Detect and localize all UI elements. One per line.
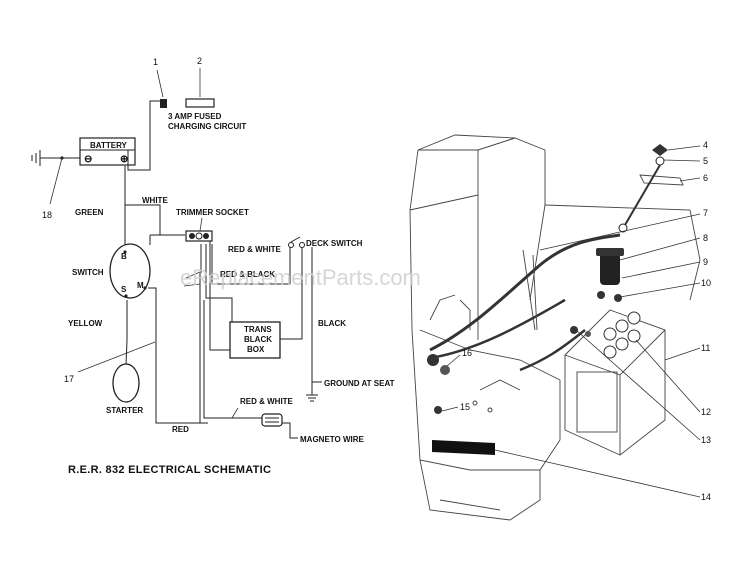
tractor-body [409, 134, 701, 521]
label-ground-at-seat: GROUND AT SEAT [324, 379, 395, 388]
label-starter: STARTER [106, 406, 143, 415]
callout-9: 9 [703, 257, 708, 267]
ignition-switch-part [427, 354, 450, 414]
battery: BATTERY ⊖ ⊕ [79, 137, 136, 166]
schematic-title: R.E.R. 832 ELECTRICAL SCHEMATIC [68, 464, 271, 476]
wiring [124, 166, 313, 439]
battery-box [564, 309, 666, 456]
label-white: WHITE [142, 196, 168, 205]
callout-leaders [437, 145, 701, 498]
magneto-connector [261, 413, 283, 427]
trans-black-box: TRANS BLACK BOX [229, 321, 281, 359]
label-red-white-bottom: RED & WHITE [240, 397, 294, 406]
callout-2: 2 [197, 56, 202, 66]
battery-cables [429, 233, 621, 372]
callout-10: 10 [701, 278, 711, 288]
label-green: GREEN [75, 208, 104, 217]
label-deck-switch: DECK SWITCH [306, 239, 363, 248]
switch-terminal-s: S [121, 285, 127, 294]
fused-label-1: 3 AMP FUSED [168, 112, 222, 121]
callout-1: 1 [153, 57, 158, 67]
label-magneto-wire: MAGNETO WIRE [300, 435, 365, 444]
switch-terminal-m: M [137, 281, 144, 290]
callout-13: 13 [701, 435, 711, 445]
hold-down-hardware [618, 144, 684, 233]
watermark: eReplacementParts.com [180, 265, 421, 290]
callout-6: 6 [703, 173, 708, 183]
label-leaders [183, 271, 239, 419]
callout-15: 15 [460, 402, 470, 412]
battery-ground-symbol [31, 150, 80, 205]
label-yellow: YELLOW [68, 319, 103, 328]
trans-label-2: BLACK [244, 335, 272, 344]
seat-ground-symbol [306, 381, 322, 402]
callout-11: 11 [701, 343, 710, 353]
trimmer-socket [185, 217, 213, 242]
label-red-white-top: RED & WHITE [228, 245, 282, 254]
trans-label-3: BOX [247, 345, 265, 354]
callout-4: 4 [703, 140, 708, 150]
callout-8: 8 [703, 233, 708, 243]
label-black: BLACK [318, 319, 346, 328]
trans-label-1: TRANS [244, 325, 272, 334]
solenoid [596, 248, 624, 285]
callout-14: 14 [701, 492, 711, 502]
starter [77, 341, 156, 403]
battery-positive: ⊕ [120, 154, 128, 165]
battery-negative: ⊖ [84, 154, 92, 165]
deck-switch [288, 236, 305, 248]
parts-exploded-view: 4 5 6 7 8 9 10 11 12 13 14 15 16 [409, 134, 711, 521]
ignition-switch: B S M [109, 243, 151, 299]
callout-17: 17 [64, 374, 74, 384]
battery-label: BATTERY [90, 141, 128, 150]
callout-18: 18 [42, 210, 52, 220]
switch-terminal-b: B [121, 252, 127, 261]
battery-caps [603, 311, 641, 359]
callout-7: 7 [703, 208, 708, 218]
callout-12: 12 [701, 407, 711, 417]
terminal-hardware [570, 291, 622, 337]
label-red: RED [172, 425, 189, 434]
label-red-black: RED & BLACK [220, 270, 275, 279]
callout-5: 5 [703, 156, 708, 166]
fused-charging-circuit: 3 AMP FUSED CHARGING CIRCUIT [127, 68, 246, 171]
callout-16: 16 [462, 348, 472, 358]
label-switch: SWITCH [72, 268, 104, 277]
fused-label-2: CHARGING CIRCUIT [168, 122, 246, 131]
decal-plate [432, 440, 495, 455]
label-trimmer-socket: TRIMMER SOCKET [176, 208, 249, 217]
electrical-schematic: BATTERY ⊖ ⊕ 3 AMP FUSED CHARGING CIRCUIT [31, 56, 395, 476]
